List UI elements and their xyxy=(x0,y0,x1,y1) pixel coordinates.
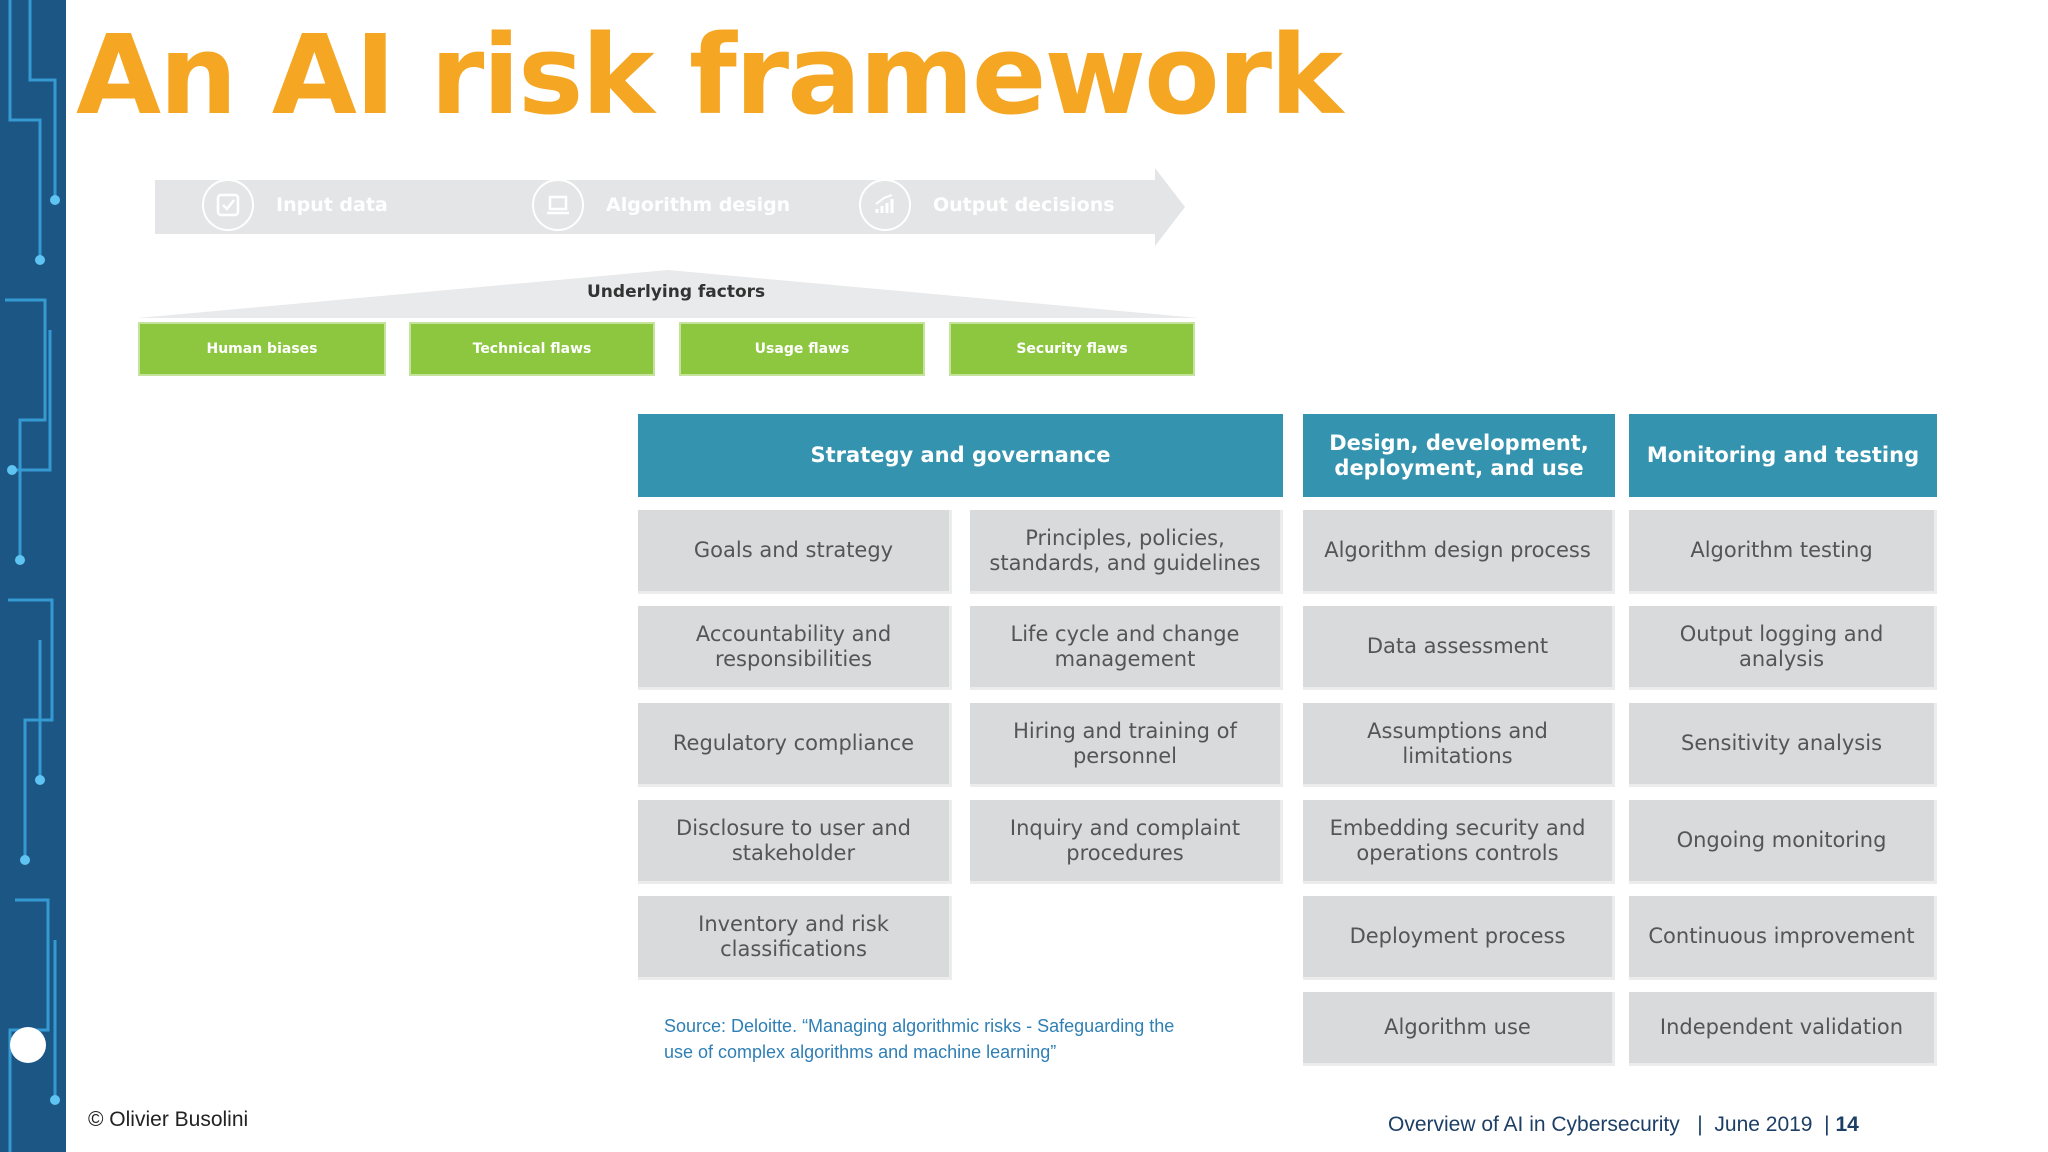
source-citation: Source: Deloitte. “Managing algorithmic … xyxy=(664,1016,1175,1062)
page-number: 14 xyxy=(1835,1113,1859,1136)
flow-step-output-decisions: Output decisions xyxy=(829,166,1137,244)
cell-data-assessment: Data assessment xyxy=(1303,606,1615,690)
header-design-development: Design, development, deployment, and use xyxy=(1303,414,1615,497)
flow-step-algorithm-design: Algorithm design xyxy=(502,166,810,244)
cell-accountability: Accountability and responsibilities xyxy=(638,606,952,690)
cell-regulatory-compliance: Regulatory compliance xyxy=(638,703,952,787)
cell-embedding-security: Embedding security and operations contro… xyxy=(1303,800,1615,884)
underlying-factors-banner xyxy=(138,270,1198,318)
circuit-side-strip xyxy=(0,0,66,1152)
laptop-icon xyxy=(532,179,584,231)
cell-independent-validation: Independent validation xyxy=(1629,992,1937,1066)
cell-inquiry-complaint: Inquiry and complaint procedures xyxy=(970,800,1283,884)
circuit-pattern-icon xyxy=(0,0,66,1152)
copyright-notice: © Olivier Busolini xyxy=(88,1108,249,1131)
flow-step-label: Algorithm design xyxy=(606,194,791,216)
cell-principles-policies: Principles, policies, standards, and gui… xyxy=(970,510,1283,594)
flow-arrow-background xyxy=(155,168,1185,246)
header-strategy-governance: Strategy and governance xyxy=(638,414,1283,497)
cell-hiring-training: Hiring and training of personnel xyxy=(970,703,1283,787)
underlying-factors-label: Underlying factors xyxy=(587,282,766,302)
cell-inventory-risk: Inventory and risk classifications xyxy=(638,896,952,980)
cell-algorithm-design-process: Algorithm design process xyxy=(1303,510,1615,594)
cell-output-logging: Output logging and analysis xyxy=(1629,606,1937,690)
chart-icon xyxy=(859,179,911,231)
cell-disclosure: Disclosure to user and stakeholder xyxy=(638,800,952,884)
flow-step-input-data: Input data xyxy=(172,166,482,244)
footer-text: Overview of AI in Cybersecurity | June 2… xyxy=(1388,1113,1830,1136)
header-monitoring-testing: Monitoring and testing xyxy=(1629,414,1937,497)
cell-sensitivity-analysis: Sensitivity analysis xyxy=(1629,703,1937,787)
cell-goals-and-strategy: Goals and strategy xyxy=(638,510,952,594)
cell-continuous-improvement: Continuous improvement xyxy=(1629,896,1937,980)
slide-title: An AI risk framework xyxy=(76,11,1343,139)
cell-deployment-process: Deployment process xyxy=(1303,896,1615,980)
factor-security-flaws: Security flaws xyxy=(949,322,1195,376)
factor-usage-flaws: Usage flaws xyxy=(679,322,925,376)
slide-footer: Overview of AI in Cybersecurity | June 2… xyxy=(1388,1113,1859,1137)
checkbox-icon xyxy=(202,179,254,231)
cell-life-cycle: Life cycle and change management xyxy=(970,606,1283,690)
factor-technical-flaws: Technical flaws xyxy=(409,322,655,376)
flow-step-label: Input data xyxy=(276,194,388,216)
flow-step-label: Output decisions xyxy=(933,194,1115,216)
cell-algorithm-testing: Algorithm testing xyxy=(1629,510,1937,594)
cell-assumptions-limitations: Assumptions and limitations xyxy=(1303,703,1615,787)
factor-human-biases: Human biases xyxy=(138,322,386,376)
cell-algorithm-use: Algorithm use xyxy=(1303,992,1615,1066)
cell-ongoing-monitoring: Ongoing monitoring xyxy=(1629,800,1937,884)
